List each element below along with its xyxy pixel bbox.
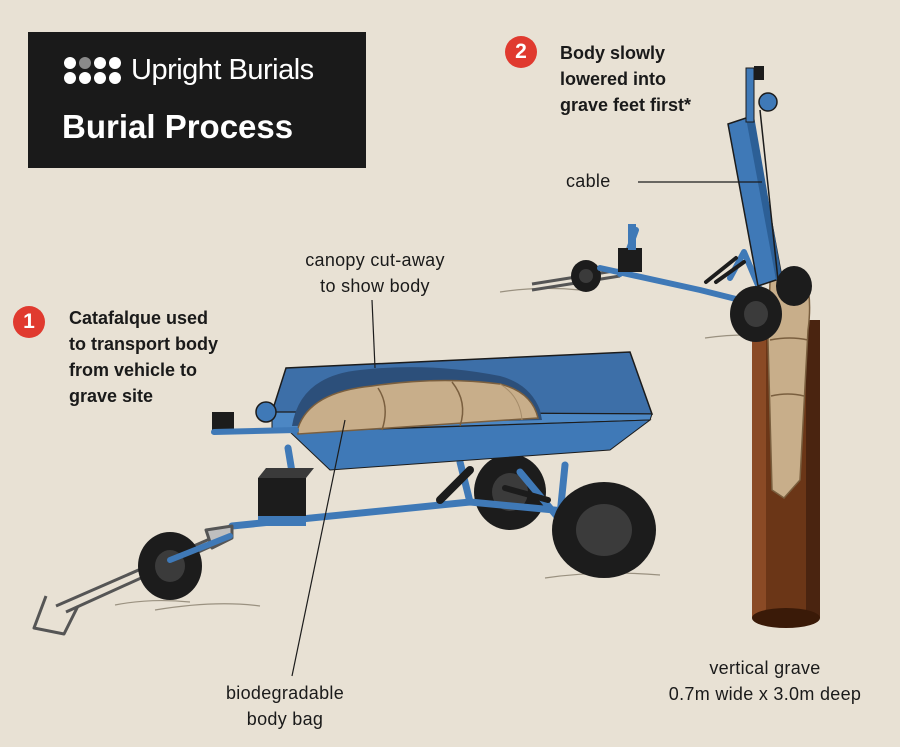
grave-label-line: 0.7m wide x 3.0m deep [668,684,862,704]
step-1-line: Catafalque used [69,308,209,328]
lowering-mast [727,66,783,287]
canopy-label-line: canopy cut-away [305,250,445,270]
catafalque-cart [32,351,656,636]
vertical-grave [752,320,820,628]
step-2-badge: 2 [505,36,537,68]
body-bag-label-line: body bag [246,709,324,729]
grave-label: vertical grave 0.7m wide x 3.0m deep [640,655,890,707]
canopy-label: canopy cut-away to show body [275,247,475,299]
shock-absorber [502,485,551,503]
canopy-label-line: to show body [320,276,430,296]
step-1-line: from vehicle to [69,360,198,380]
body-bag-label: biodegradable body bag [190,680,380,732]
title-block: Upright Burials Burial Process [28,32,366,168]
grave-label-line: vertical grave [709,658,821,678]
callout-lines [291,181,762,677]
brand-logo: Upright Burials [64,54,314,87]
shock-absorber [436,466,474,504]
step-1-line: grave site [69,386,154,406]
step-2-line: lowered into [560,69,667,89]
step-2-text: Body slowly lowered into grave feet firs… [560,40,691,118]
step-1-badge: 1 [13,306,45,338]
step-1-text: Catafalque used to transport body from v… [69,305,218,409]
step-2-line: Body slowly [560,43,666,63]
battery-box [258,468,314,526]
step-2-line: grave feet first* [560,95,692,115]
page-title: Burial Process [62,108,294,145]
body-bag [297,379,539,435]
brand-name: Upright Burials [131,54,314,86]
logo-dots-icon [64,57,121,84]
body-bag-label-line: biodegradable [226,683,344,703]
cable-label: cable [566,171,611,191]
lowering-cart [531,66,820,628]
tow-handle [32,524,234,636]
step-1-line: to transport body [69,334,218,354]
